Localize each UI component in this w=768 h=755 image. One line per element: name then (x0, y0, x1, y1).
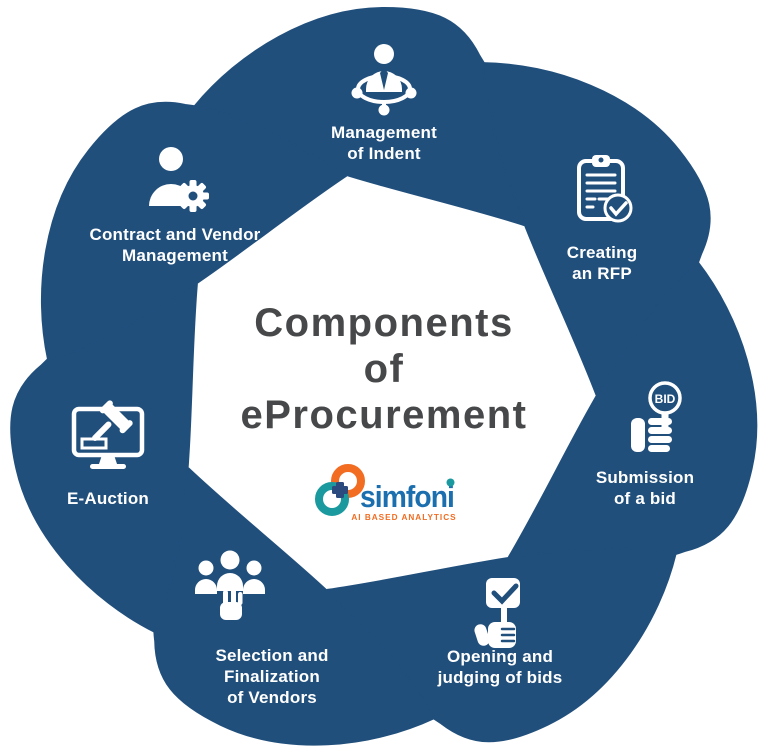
logo-tagline: AI BASED ANALYTICS (351, 513, 456, 522)
title-line-1: Components (254, 301, 514, 345)
label-e-auction: E-Auction (66, 489, 150, 508)
manager-network-icon (351, 44, 417, 116)
label-opening-judging-bids: Opening and judging of bids (437, 647, 563, 688)
sign-check-icon (474, 578, 520, 648)
label-management-of-indent: Management of Indent (331, 123, 437, 164)
label-creating-an-rfp: Creating an RFP (566, 243, 638, 284)
logo-plus-icon (332, 482, 348, 498)
page-title: Components of eProcurement (0, 300, 768, 438)
bid-paddle-text: BID (655, 392, 676, 406)
person-gear-icon (149, 147, 209, 212)
clipboard-check-icon (577, 155, 633, 223)
label-selection-finalization-vendors: Selection and Finalization of Vendors (215, 646, 329, 708)
people-select-icon (195, 550, 265, 620)
simfoni-logo: simfoni AI BASED ANALYTICS (315, 464, 456, 522)
bid-paddle-icon: BID (631, 381, 682, 452)
logo-teal-ring-icon (315, 482, 349, 516)
label-contract-vendor-management: Contract and Vendor Management (89, 225, 261, 266)
label-submission-of-a-bid: Submission of a bid (595, 468, 695, 509)
logo-i-dot-icon (446, 478, 455, 487)
title-line-3: eProcurement (240, 393, 528, 437)
monitor-gavel-icon (71, 400, 145, 469)
title-line-2: of (363, 347, 405, 391)
logo-wordmark: simfoni (360, 479, 454, 514)
